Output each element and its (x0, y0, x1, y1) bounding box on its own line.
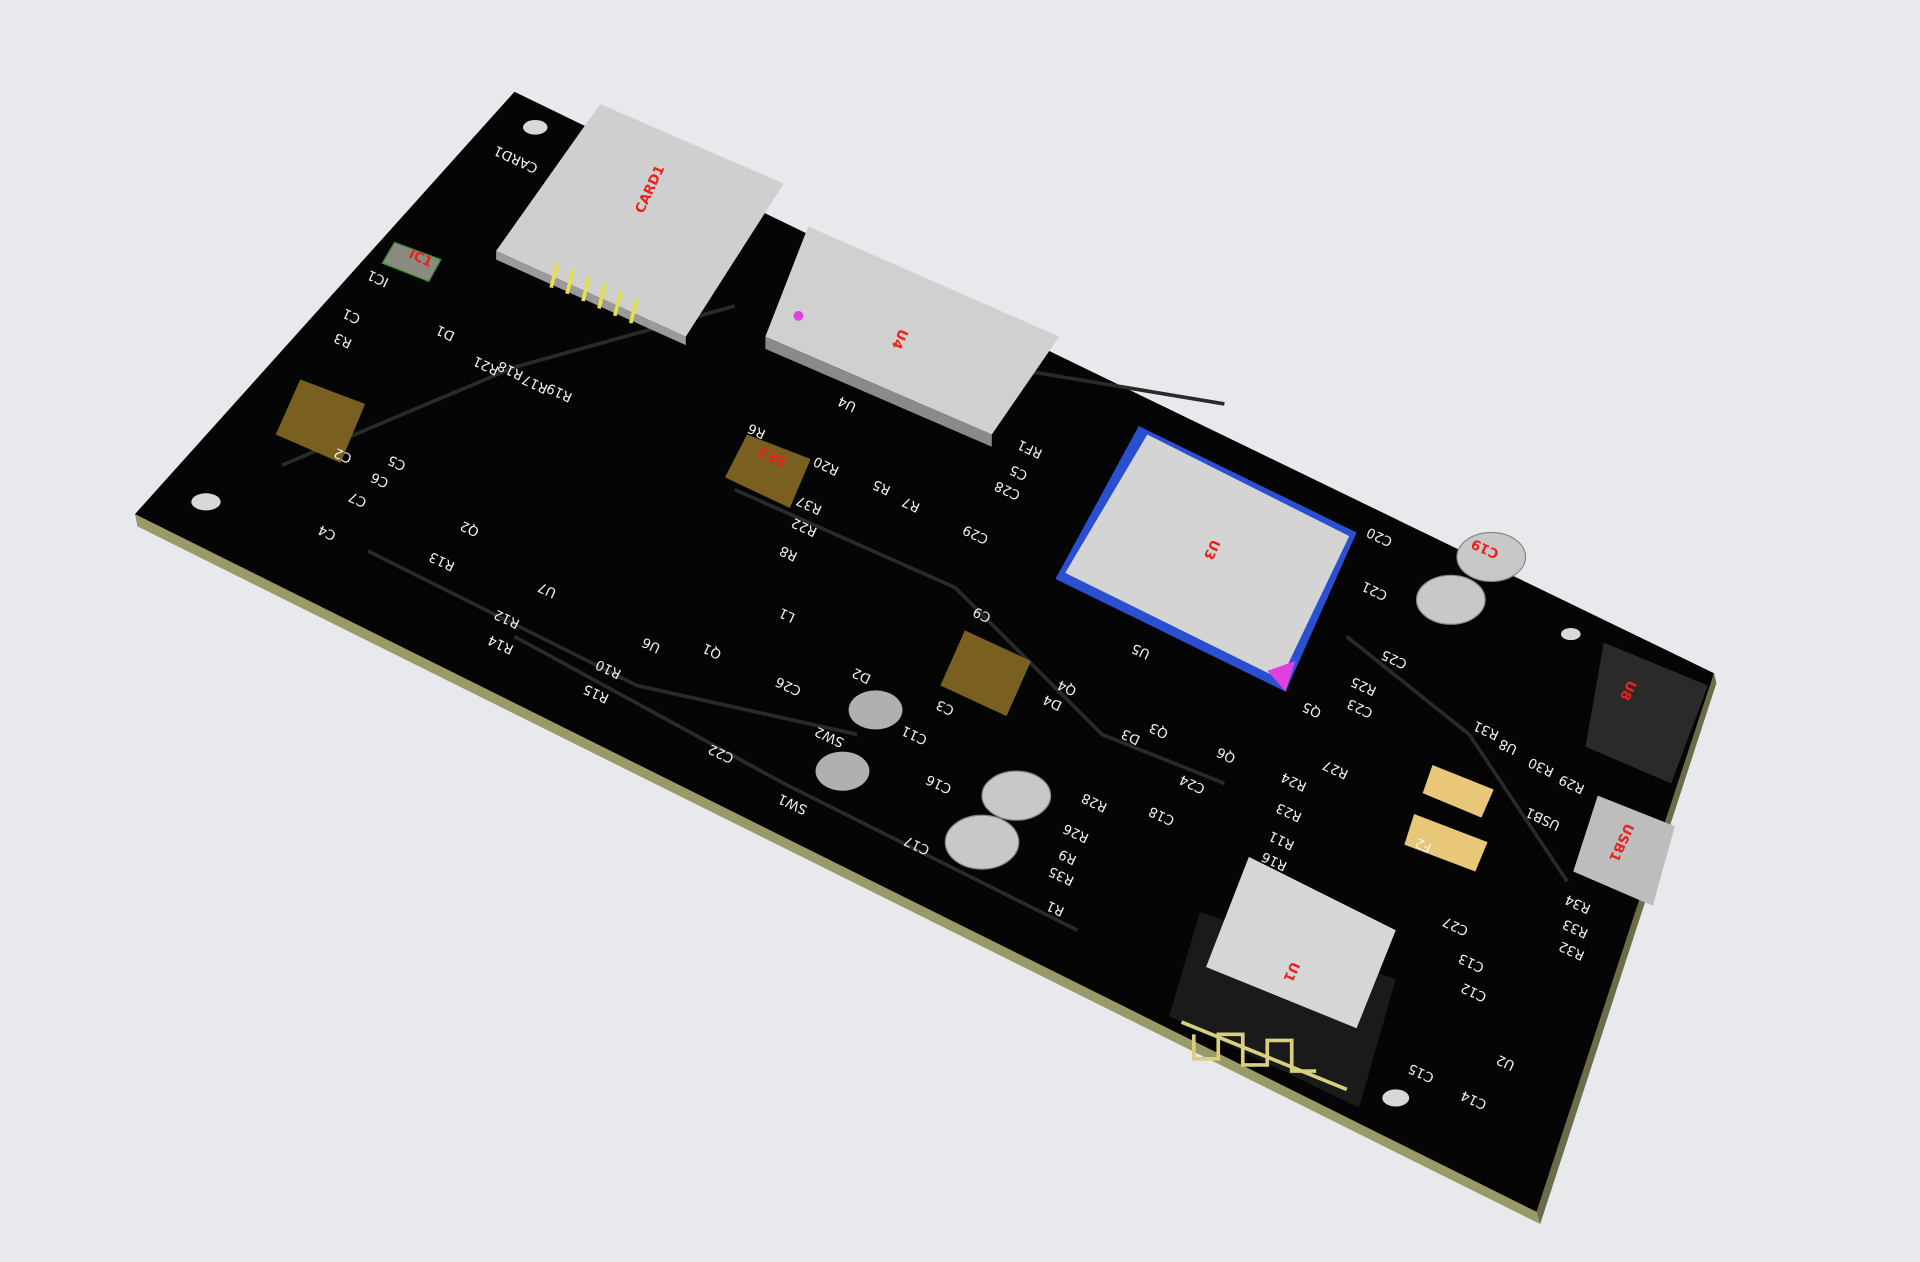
silkscreen-label: R3 (332, 329, 355, 350)
mounting-hole (191, 493, 221, 511)
silkscreen-label: R9 (1057, 846, 1080, 867)
silkscreen-label: Q6 (1215, 744, 1239, 766)
silkscreen-label: Q1 (701, 639, 725, 661)
silkscreen-label: L1 (777, 604, 798, 624)
silkscreen-label: C9 (971, 603, 994, 624)
silkscreen-label: R5 (871, 476, 894, 497)
silkscreen-label: R1 (1044, 897, 1067, 918)
silkscreen-label: U6 (640, 634, 663, 655)
ic1: IC1 (381, 241, 442, 283)
silkscreen-label: U4 (836, 393, 859, 414)
electrolytic-capacitors (944, 531, 1527, 870)
silkscreen-label: Q2 (458, 517, 482, 539)
silkscreen-label: D4 (1041, 691, 1064, 713)
silkscreen-label: C5 (1008, 461, 1031, 482)
silkscreen-label: D2 (850, 664, 873, 686)
mounting-hole (1382, 1089, 1410, 1107)
board-edge (134, 514, 1541, 1225)
silkscreen-label: C7 (347, 488, 370, 509)
silkscreen-label: U8 (1497, 735, 1520, 756)
tactile-switches (815, 690, 903, 791)
silkscreen-label: F2 (1413, 834, 1434, 854)
silkscreen-label: U2 (1494, 1051, 1517, 1072)
pcb-board (134, 91, 1715, 1212)
u3-mcu: U3 (1055, 425, 1357, 692)
silkscreen-label: C1 (341, 305, 364, 326)
silkscreen-label: D1 (434, 321, 457, 343)
usb1-connector: USB1 (1573, 795, 1675, 906)
u1-wifi-module: U1 (1169, 856, 1396, 1108)
mounting-hole (523, 119, 548, 135)
silkscreen-label: R6 (746, 420, 769, 441)
fuses (1404, 765, 1494, 872)
silkscreen-label: C4 (316, 521, 339, 542)
mounting-hole (1561, 627, 1581, 641)
silkscreen-label: Q4 (1055, 676, 1079, 698)
silkscreen-label: R8 (778, 542, 801, 563)
silkscreen-label: Q3 (1147, 719, 1171, 741)
silkscreen-label: Q5 (1300, 698, 1324, 720)
silkscreen-label: U7 (536, 579, 559, 600)
silkscreen-label: D3 (1119, 725, 1142, 747)
silkscreen-label: C2 (332, 444, 355, 465)
silkscreen-label: R7 (900, 493, 923, 514)
card1-connector: CARD1 (496, 104, 784, 346)
tantalum-capacitors (275, 379, 1031, 717)
board-edge-right (1536, 673, 1717, 1225)
u8-connector: U8 (1585, 642, 1708, 784)
silkscreen-label: U5 (1130, 640, 1153, 661)
silkscreen-label: C6 (369, 469, 392, 490)
silkscreen-label: C5 (386, 451, 409, 472)
u4-sd-socket: U4 (765, 226, 1060, 447)
silkscreen-label: C3 (934, 696, 957, 717)
